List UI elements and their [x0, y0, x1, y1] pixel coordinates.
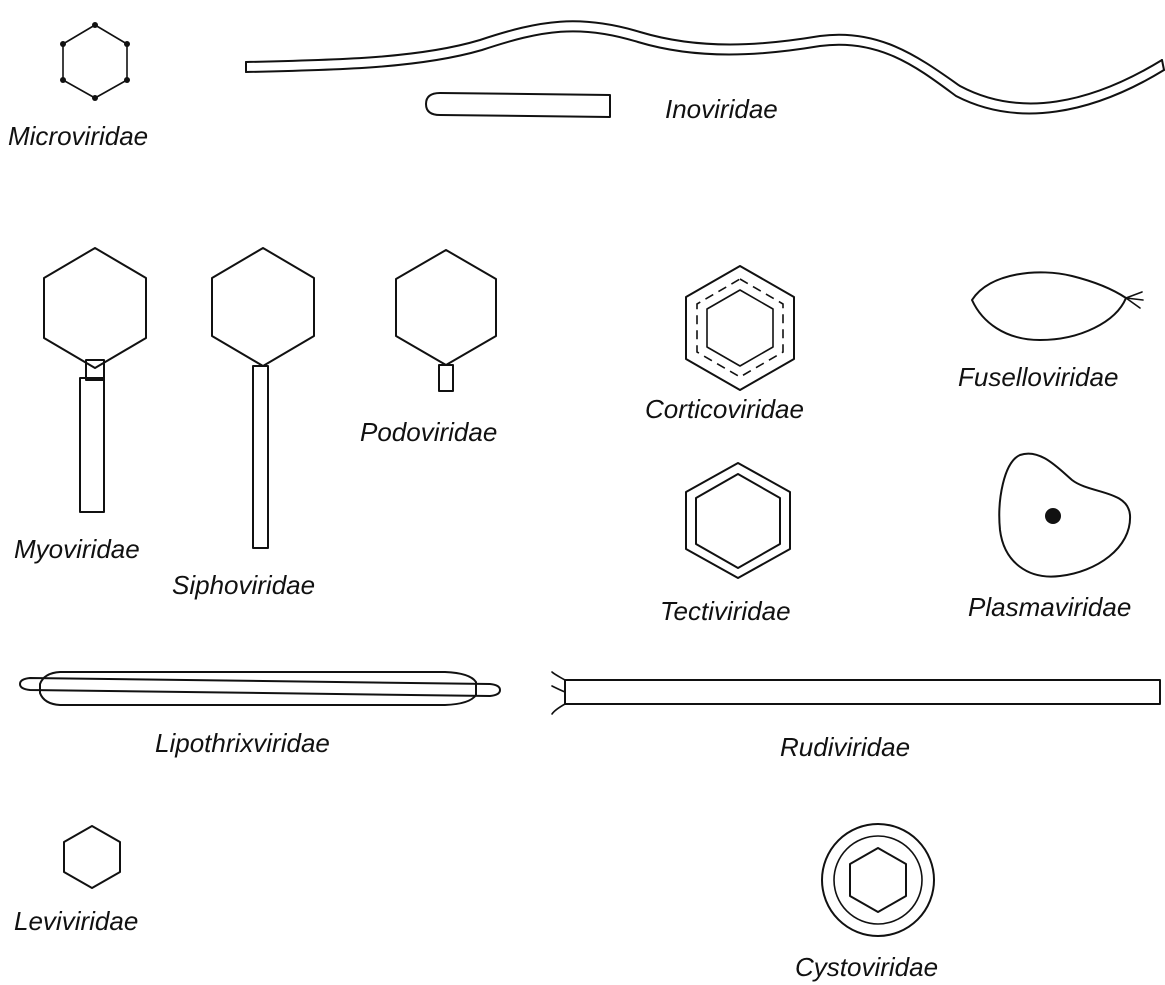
cystoviridae-virion	[822, 824, 934, 936]
corticoviridae-label: Corticoviridae	[645, 394, 804, 424]
rudiviridae-label: Rudiviridae	[780, 732, 910, 762]
tectiviridae-label: Tectiviridae	[660, 596, 791, 626]
myoviridae-label: Myoviridae	[14, 534, 140, 564]
siphoviridae-label: Siphoviridae	[172, 570, 315, 600]
siphoviridae-virion	[212, 248, 314, 548]
rudiviridae-virion	[552, 672, 1160, 714]
inoviridae-label: Inoviridae	[665, 94, 778, 124]
podoviridae-virion	[396, 250, 496, 391]
myoviridae-virion	[44, 248, 146, 512]
corticoviridae-virion	[686, 266, 794, 390]
lipothrixviridae-label: Lipothrixviridae	[155, 728, 330, 758]
inoviridae-short-rod	[426, 93, 610, 117]
cystoviridae-label: Cystoviridae	[795, 952, 938, 982]
tectiviridae-virion	[686, 463, 790, 578]
leviviridae-virion	[64, 826, 120, 888]
plasmaviridae-label: Plasmaviridae	[968, 592, 1131, 622]
microviridae-label: Microviridae	[8, 121, 148, 151]
plasmaviridae-virion	[999, 454, 1130, 577]
lipothrixviridae-virion	[20, 672, 500, 705]
podoviridae-label: Podoviridae	[360, 417, 497, 447]
microviridae-virion	[60, 22, 130, 101]
fuselloviridae-label: Fuselloviridae	[958, 362, 1118, 392]
fuselloviridae-virion	[972, 272, 1143, 340]
leviviridae-label: Leviviridae	[14, 906, 138, 936]
